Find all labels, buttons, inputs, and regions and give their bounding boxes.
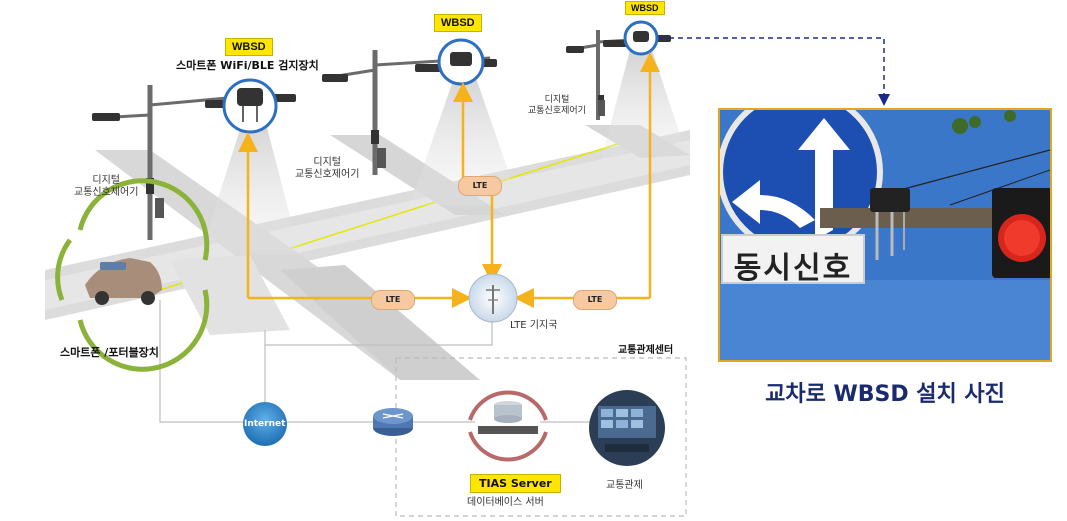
controller-label-3: 디지털 교통신호제어기 — [528, 95, 586, 116]
wbsd-badge-1: WBSD — [225, 38, 273, 56]
server-icon — [468, 390, 548, 462]
tias-server-badge: TIAS Server — [470, 474, 561, 493]
control-room-icon — [589, 390, 665, 466]
photo-illustration — [720, 110, 1050, 360]
wbsd-badge-3: WBSD — [625, 1, 665, 15]
lte-pill-right: LTE — [573, 290, 617, 310]
vehicle-circle — [55, 178, 210, 372]
detector-3 — [623, 20, 659, 56]
router-icon — [373, 408, 413, 436]
wbsd-badge-2: WBSD — [434, 14, 482, 32]
server-caption: 데이터베이스 서버 — [467, 497, 544, 508]
smartphone-label: 스마트폰 /포터블장치 — [60, 346, 159, 359]
road-network — [45, 125, 690, 380]
internet-cloud — [243, 402, 287, 446]
controller-label-1: 디지털 교통신호제어기 — [74, 175, 139, 198]
lte-pill-left: LTE — [371, 290, 415, 310]
controller-label-2: 디지털 교통신호제어기 — [295, 157, 360, 180]
photo-pointer-arrow — [660, 37, 890, 106]
detector-caption: 스마트폰 WiFi/BLE 검지장치 — [176, 59, 319, 72]
photo-caption: 교차로 WBSD 설치 사진 — [765, 382, 1005, 407]
traffic-center-label: 교통관제센터 — [618, 345, 674, 356]
control-room-caption: 교통관제 — [606, 480, 643, 491]
sign-plate-text: 동시신호 — [733, 251, 853, 286]
lte-pill-top: LTE — [458, 176, 502, 196]
lte-station-label: LTE 기지국 — [510, 320, 558, 331]
lte-station-globe — [468, 273, 518, 323]
detection-beams — [200, 50, 690, 255]
internet-label: Internet — [244, 419, 286, 429]
traffic-center-box — [395, 357, 687, 517]
intersection-photo: 동시신호 — [718, 108, 1052, 362]
detector-1 — [222, 78, 278, 134]
detector-2 — [437, 38, 485, 86]
wired-links — [159, 300, 595, 423]
